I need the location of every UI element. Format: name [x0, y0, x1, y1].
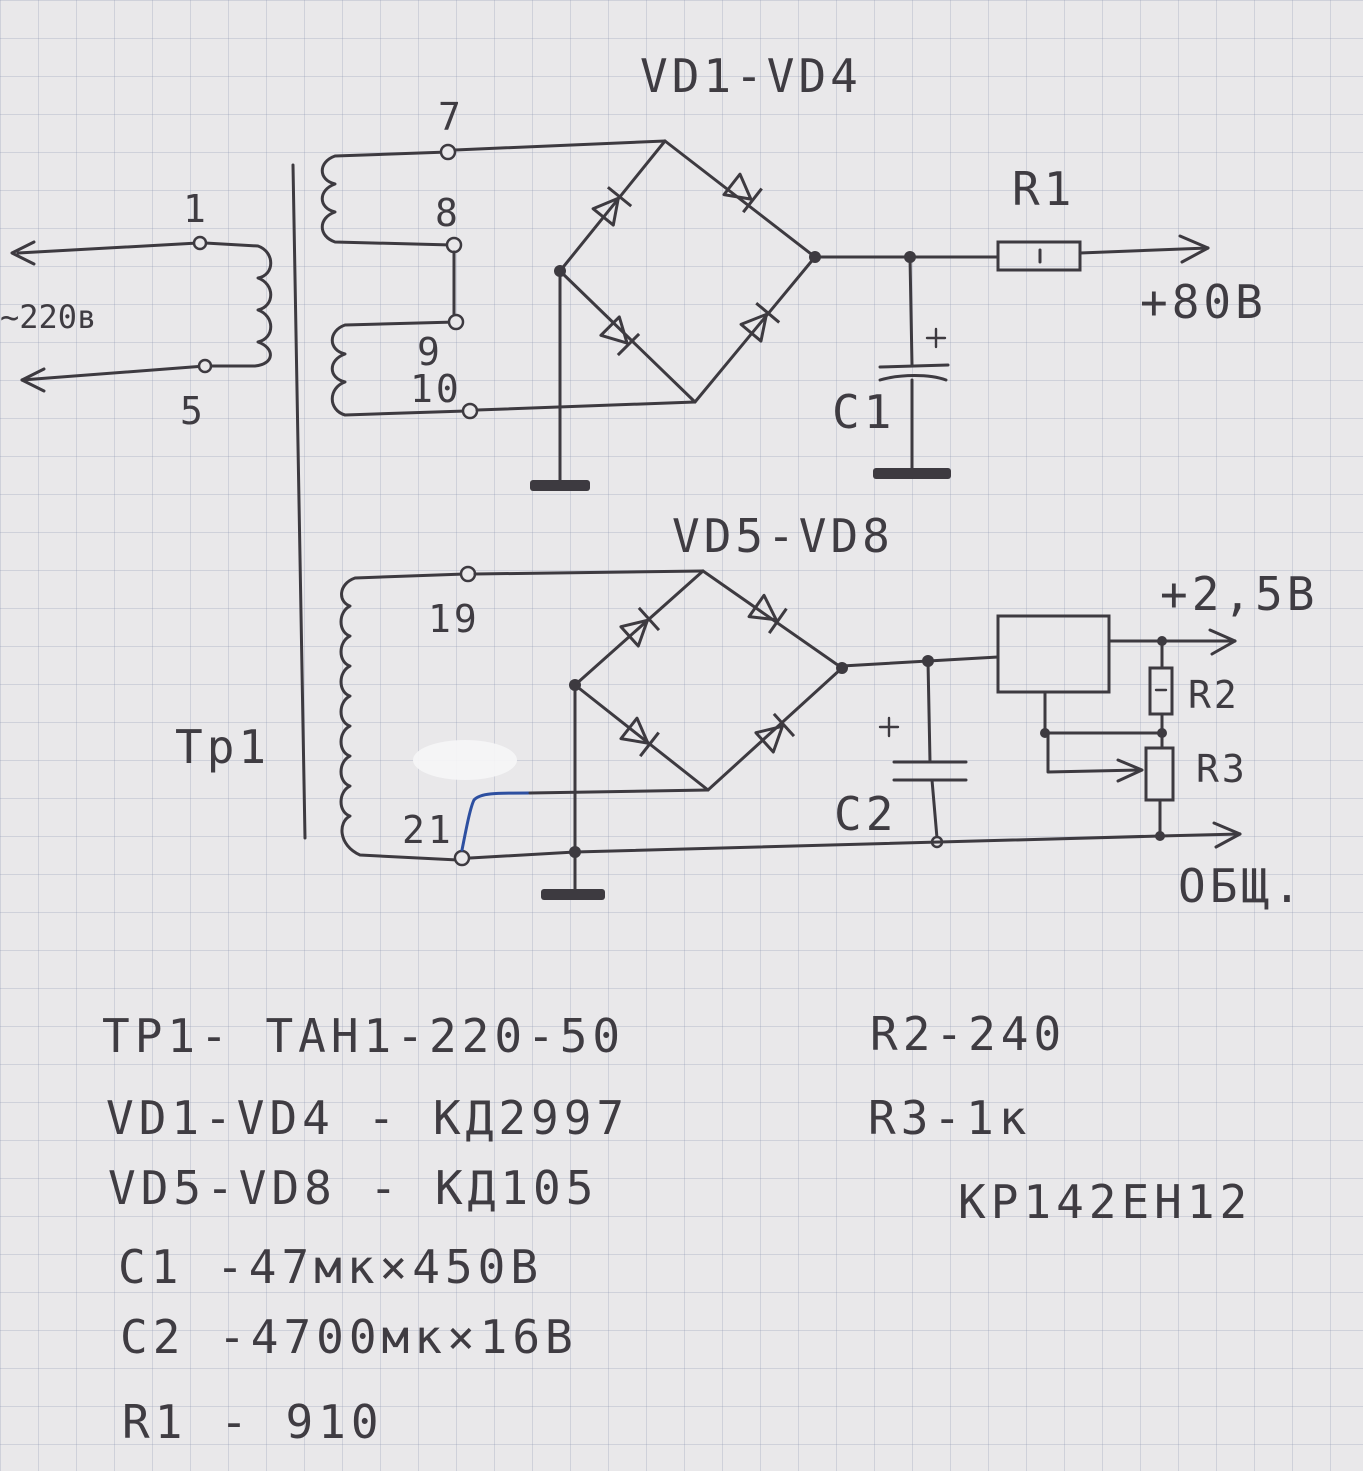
label-mains: ~220в	[0, 298, 96, 336]
part-vd1-vd4: VD1-VD4 - КД2997	[106, 1091, 629, 1145]
correction-smudge	[413, 740, 517, 780]
label-c2: C2	[834, 787, 897, 841]
part-r1: R1 - 910	[122, 1395, 384, 1449]
label-pin-9: 9	[417, 330, 443, 374]
label-c1: C1	[832, 385, 895, 439]
part-tr1: ТР1- ТАН1-220-50	[102, 1009, 625, 1063]
terminal-9	[447, 313, 465, 331]
bridge-vd1-vd4	[453, 139, 821, 491]
diode-vd6	[746, 592, 788, 635]
parts-list: ТР1- ТАН1-220-50 VD1-VD4 - КД2997 VD5-VD…	[102, 1007, 1252, 1449]
label-plus-80v: +80В	[1140, 275, 1267, 329]
label-vd5-vd8: VD5-VD8	[672, 509, 894, 563]
terminal-19	[459, 565, 477, 583]
primary-winding	[10, 235, 273, 393]
output-80v	[813, 234, 1210, 479]
secondary-winding-7-8	[320, 143, 463, 316]
terminal-1	[192, 235, 208, 251]
label-plus-2-5v: +2,5В	[1160, 567, 1318, 621]
resistor-r1	[996, 240, 1082, 272]
diode-vd8	[753, 712, 796, 756]
part-r3: R3-1к	[868, 1091, 1031, 1145]
label-vd1-vd4: VD1-VD4	[640, 49, 862, 103]
label-pin-19: 19	[428, 597, 480, 641]
label-pin-7: 7	[438, 95, 464, 139]
part-regulator: КР142ЕН12	[958, 1175, 1252, 1229]
capacitor-c1	[878, 363, 950, 369]
label-tr1: Тр1	[175, 720, 270, 774]
secondary-winding-19-21	[339, 565, 532, 867]
part-vd5-vd8: VD5-VD8 - КД105	[108, 1161, 598, 1215]
ground-symbol-3	[541, 889, 605, 900]
label-pin-10: 10	[410, 367, 462, 411]
label-common: ОБЩ.	[1178, 859, 1305, 913]
part-c2: C2 -4700мк×16В	[120, 1310, 578, 1364]
label-r1: R1	[1012, 162, 1075, 216]
diode-vd2	[721, 171, 764, 214]
transformer-core	[291, 163, 307, 840]
terminal-5	[197, 358, 213, 374]
diode-vd3	[597, 313, 641, 357]
label-pin-21: 21	[402, 808, 454, 852]
terminal-21	[453, 849, 471, 867]
potentiometer-r3	[1144, 746, 1175, 802]
ground-symbol-1	[530, 480, 590, 491]
label-pin-8: 8	[435, 191, 461, 235]
label-pin-5: 5	[180, 389, 206, 433]
terminal-7	[439, 143, 457, 161]
terminal-8	[445, 236, 463, 254]
output-2-5v	[468, 614, 1242, 860]
secondary-winding-9-10	[330, 313, 479, 420]
regulator-kr142en12	[996, 614, 1111, 694]
label-r3: R3	[1196, 747, 1248, 791]
part-r2: R2-240	[870, 1007, 1066, 1061]
part-c1: C1 -47мк×450В	[118, 1240, 543, 1294]
bridge-vd5-vd8	[473, 569, 848, 900]
terminal-10	[461, 402, 479, 420]
ground-symbol-2	[873, 468, 951, 479]
label-pin-1: 1	[183, 187, 209, 231]
label-r2: R2	[1188, 673, 1240, 717]
